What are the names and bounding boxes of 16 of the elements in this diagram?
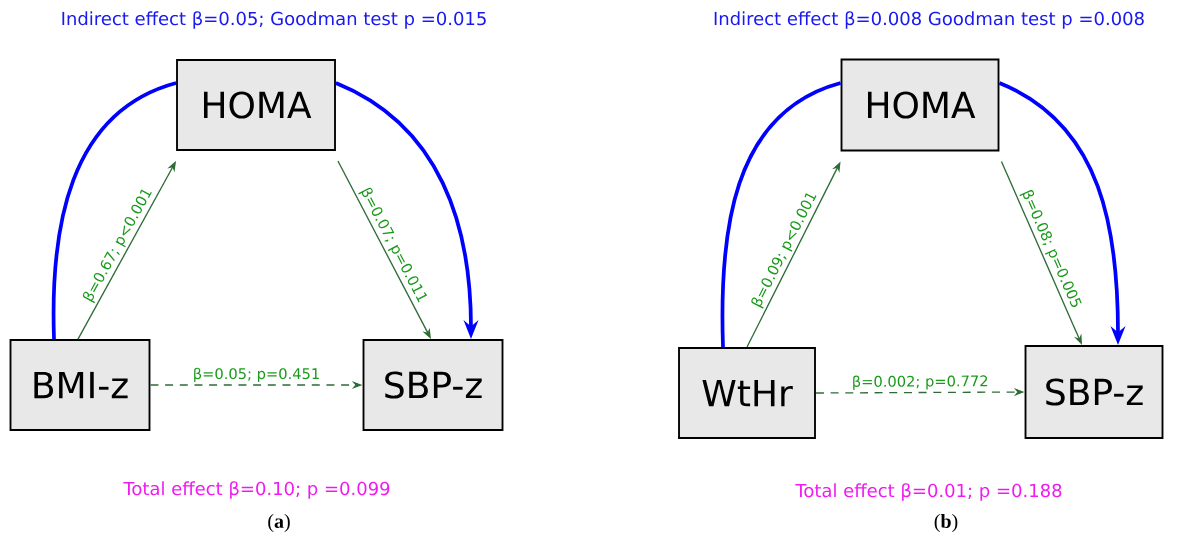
edge-label: β=0.002; p=0.772: [853, 375, 988, 390]
variable-box: HOMA: [176, 59, 336, 151]
edge-label: β=0.05; p=0.451: [194, 367, 319, 383]
variable-box: SBP-z: [1024, 345, 1164, 439]
effect-note: Indirect effect β=0.05; Goodman test p =0.015: [62, 11, 486, 29]
panel-label: (a): [268, 513, 290, 533]
effect-note: Total effect β=0.10; p =0.099: [123, 481, 390, 499]
effect-note: Indirect effect β=0.008 Goodman test p =0.008: [714, 11, 1144, 29]
variable-box: SBP-z: [362, 339, 504, 431]
variable-box: HOMA: [840, 58, 1000, 152]
connector-arc: [720, 81, 842, 348]
effect-note: Total effect β=0.01; p =0.188: [795, 483, 1062, 501]
panel-label: (b): [934, 513, 958, 533]
variable-box: WtHr: [678, 347, 816, 439]
connector-arc: [51, 81, 177, 340]
variable-box: BMI-z: [9, 339, 151, 431]
